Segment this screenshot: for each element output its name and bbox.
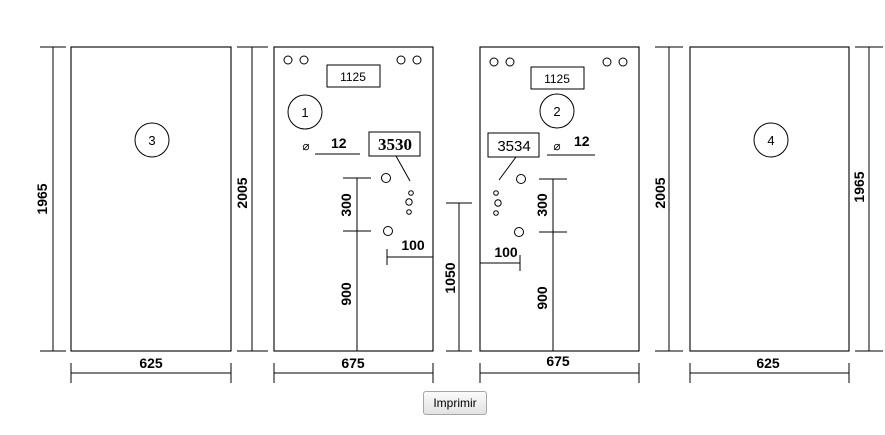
door-1-height-label: 2005 — [234, 177, 250, 208]
door-1-top-box-label: 1125 — [340, 70, 366, 84]
door-3-height-label: 1965 — [34, 183, 50, 214]
door-1-lock-hole — [406, 209, 412, 215]
door-1-dim-300: 300 — [338, 193, 354, 217]
door-1-top-hole — [299, 55, 309, 65]
door-2-handle-hole — [516, 174, 526, 184]
door-4-height-dimension — [855, 46, 883, 352]
door-1-height-dimension — [237, 46, 268, 352]
door-2-height-dimension — [655, 46, 683, 352]
door-1-vertical-dimension — [343, 177, 371, 351]
door-2-top-box-label: 1125 — [544, 72, 570, 86]
door-2-lock-hole — [493, 210, 499, 216]
door-2-dim-300: 300 — [534, 193, 550, 217]
center-height-label: 1050 — [442, 262, 458, 293]
door-4-panel — [689, 46, 850, 352]
door-1-handle-hole — [383, 226, 393, 236]
door-4-number-circle — [753, 122, 789, 158]
door-1-lock-hole — [405, 198, 413, 206]
door-4-width-dimension — [689, 363, 850, 383]
door-3-number-circle — [134, 122, 170, 158]
door-2-dim-100: 100 — [494, 244, 518, 260]
door-1: 2005 1125 1 ⌀ 12 3530 300 900 — [234, 46, 434, 383]
door-2-panel — [479, 46, 640, 352]
door-3-width-label: 625 — [139, 355, 163, 371]
door-4-height-label: 1965 — [851, 171, 867, 202]
door-2-top-hole — [618, 57, 628, 67]
door-2-code-label: 3534 — [497, 138, 530, 155]
print-button[interactable]: Imprimir — [423, 391, 487, 415]
door-1-width-dimension — [273, 363, 434, 383]
door-1-diameter-symbol: ⌀ — [302, 139, 309, 153]
door-3-panel — [70, 46, 232, 352]
door-1-code-leader — [395, 155, 411, 182]
door-1-top-hole — [412, 55, 422, 65]
door-2-number-circle — [539, 93, 575, 129]
door-1-dim-900: 900 — [338, 282, 354, 306]
center-height-dimension — [446, 202, 472, 352]
door-2-vertical-dimension — [539, 178, 567, 351]
door-1-dim-100: 100 — [401, 237, 425, 253]
door-3-width-dimension — [70, 363, 232, 383]
door-2-top-hole — [602, 57, 612, 67]
door-2-code-leader — [498, 156, 517, 181]
door-2: 1125 2 3534 ⌀ 12 300 900 100 — [479, 46, 683, 383]
door-2-number: 2 — [553, 104, 560, 119]
door-4: 4 1965 625 — [689, 46, 883, 383]
door-2-top-box — [530, 66, 585, 90]
door-1-number-circle — [287, 94, 323, 130]
door-1-lock-hole — [408, 190, 414, 196]
door-1-panel — [273, 46, 434, 352]
door-2-edge-dimension — [480, 255, 521, 271]
door-2-height-label: 2005 — [652, 177, 668, 208]
door-2-handle-hole — [514, 227, 524, 237]
door-1-code-box — [368, 131, 421, 157]
door-1-code-label: 3530 — [378, 135, 412, 154]
door-2-top-hole — [489, 57, 499, 67]
door-3-height-dimension — [40, 46, 66, 352]
door-4-width-label: 625 — [756, 355, 780, 371]
door-1-edge-dimension — [386, 249, 433, 265]
door-2-code-box — [487, 132, 540, 158]
door-1-hole-diameter: 12 — [331, 135, 347, 151]
door-2-lock-hole — [494, 199, 502, 207]
door-4-number: 4 — [767, 133, 774, 148]
door-2-width-dimension — [479, 363, 640, 383]
door-2-lock-hole — [493, 190, 499, 196]
door-3: 3 1965 625 — [34, 46, 232, 383]
door-2-dim-900: 900 — [534, 286, 550, 310]
door-1-top-box — [326, 64, 381, 88]
door-2-hole-diameter: 12 — [574, 133, 590, 149]
door-1-number: 1 — [301, 105, 308, 120]
door-1-top-hole — [396, 55, 406, 65]
door-1-handle-hole — [381, 173, 391, 183]
door-1-width-label: 675 — [341, 355, 365, 371]
door-1-top-hole — [283, 55, 293, 65]
door-3-number: 3 — [148, 133, 155, 148]
door-2-width-label: 675 — [546, 353, 570, 369]
door-2-diameter-symbol: ⌀ — [553, 139, 560, 153]
door-2-top-hole — [505, 57, 515, 67]
